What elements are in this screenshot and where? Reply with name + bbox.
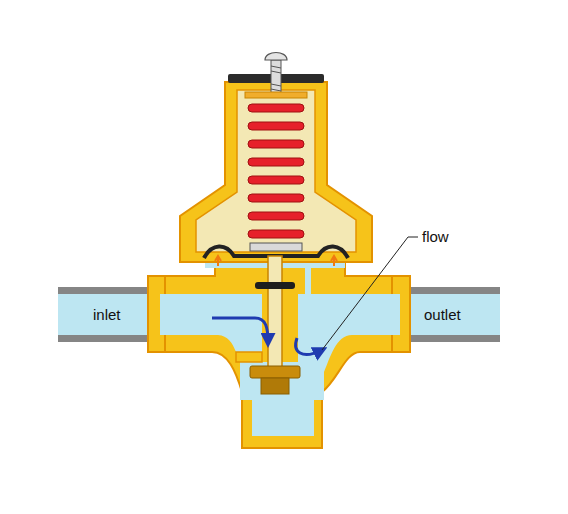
- leader-line: [322, 237, 418, 350]
- spring: [248, 104, 304, 238]
- spring-washer: [250, 243, 302, 251]
- pressure-arrow: [215, 256, 221, 266]
- flow-arrow: [296, 338, 322, 354]
- valve-seat: [236, 352, 262, 362]
- valve-disc: [250, 366, 300, 378]
- label-holder: flow: [422, 228, 449, 246]
- text-label: inlet: [93, 306, 121, 324]
- o-ring: [255, 282, 295, 289]
- valve-stem: [268, 256, 282, 368]
- spring-plate: [245, 92, 307, 98]
- text-label: flow: [422, 228, 449, 246]
- bonnet: [180, 82, 372, 262]
- water: [240, 294, 400, 400]
- pressure-arrow: [331, 256, 337, 266]
- water: [252, 400, 314, 436]
- adjusting-screw: [265, 53, 287, 95]
- text-label: outlet: [424, 306, 461, 324]
- spring-chamber: [196, 90, 356, 252]
- valve-disc: [261, 378, 289, 394]
- label-holder: inlet: [93, 306, 121, 324]
- label-holder: outlet: [424, 306, 461, 324]
- flow-arrow: [212, 318, 268, 342]
- water: [160, 294, 262, 352]
